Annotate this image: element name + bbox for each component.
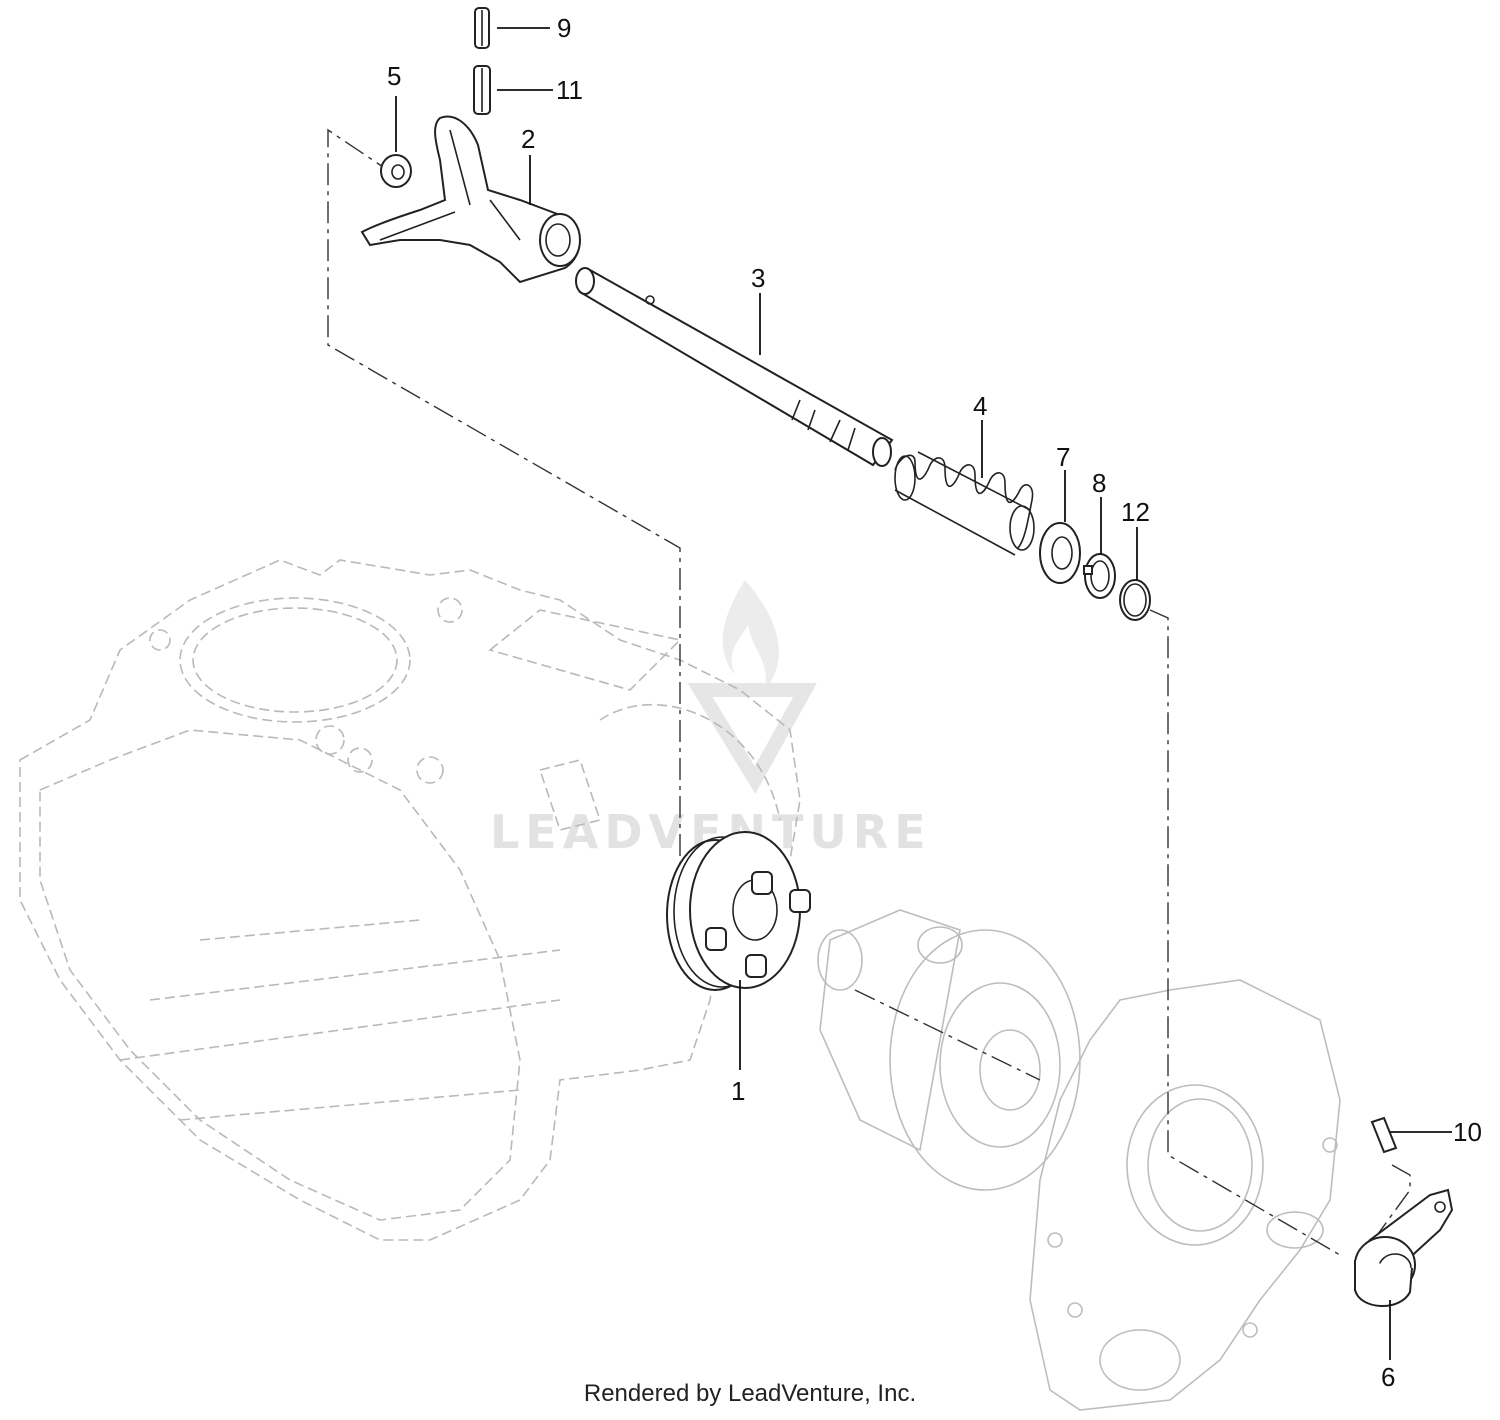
leader-lines xyxy=(395,27,1452,1360)
differential-assembly-outline xyxy=(817,909,1081,1191)
assembly-guide-lines xyxy=(327,128,1411,1256)
shift-fork-2 xyxy=(360,115,581,284)
rendered-by-footer: Rendered by LeadVenture, Inc. xyxy=(583,1380,917,1407)
callout-12: 12 xyxy=(1121,497,1150,527)
callout-2: 2 xyxy=(521,124,535,154)
callout-4: 4 xyxy=(973,391,987,421)
washer-5 xyxy=(380,154,412,188)
callout-3: 3 xyxy=(751,263,765,293)
flame-logo-icon xyxy=(722,580,779,690)
callout-6: 6 xyxy=(1381,1362,1395,1392)
callout-labels: 9 11 5 2 3 4 7 8 12 1 10 6 xyxy=(387,13,1482,1392)
callout-10: 10 xyxy=(1453,1117,1482,1147)
spring-pin-10 xyxy=(1370,1116,1398,1154)
o-ring-12 xyxy=(1119,579,1151,621)
hub-assembly-1 xyxy=(666,831,811,991)
transmission-case-outline xyxy=(19,559,801,1241)
spring-pin-9 xyxy=(474,7,490,49)
callout-8: 8 xyxy=(1092,468,1106,498)
v-logo-icon xyxy=(687,683,817,794)
snap-ring-8 xyxy=(1083,553,1116,599)
coil-spring-4 xyxy=(894,451,1035,556)
callout-11: 11 xyxy=(556,75,583,105)
callout-7: 7 xyxy=(1056,442,1070,472)
shift-arm-6 xyxy=(1354,1188,1454,1307)
shift-shaft-3 xyxy=(575,267,894,467)
washer-7 xyxy=(1039,522,1081,584)
spring-pin-11 xyxy=(473,65,491,115)
callout-1: 1 xyxy=(731,1076,745,1106)
callout-9: 9 xyxy=(557,13,571,43)
side-cover-outline xyxy=(1029,979,1341,1411)
callout-5: 5 xyxy=(387,61,401,91)
